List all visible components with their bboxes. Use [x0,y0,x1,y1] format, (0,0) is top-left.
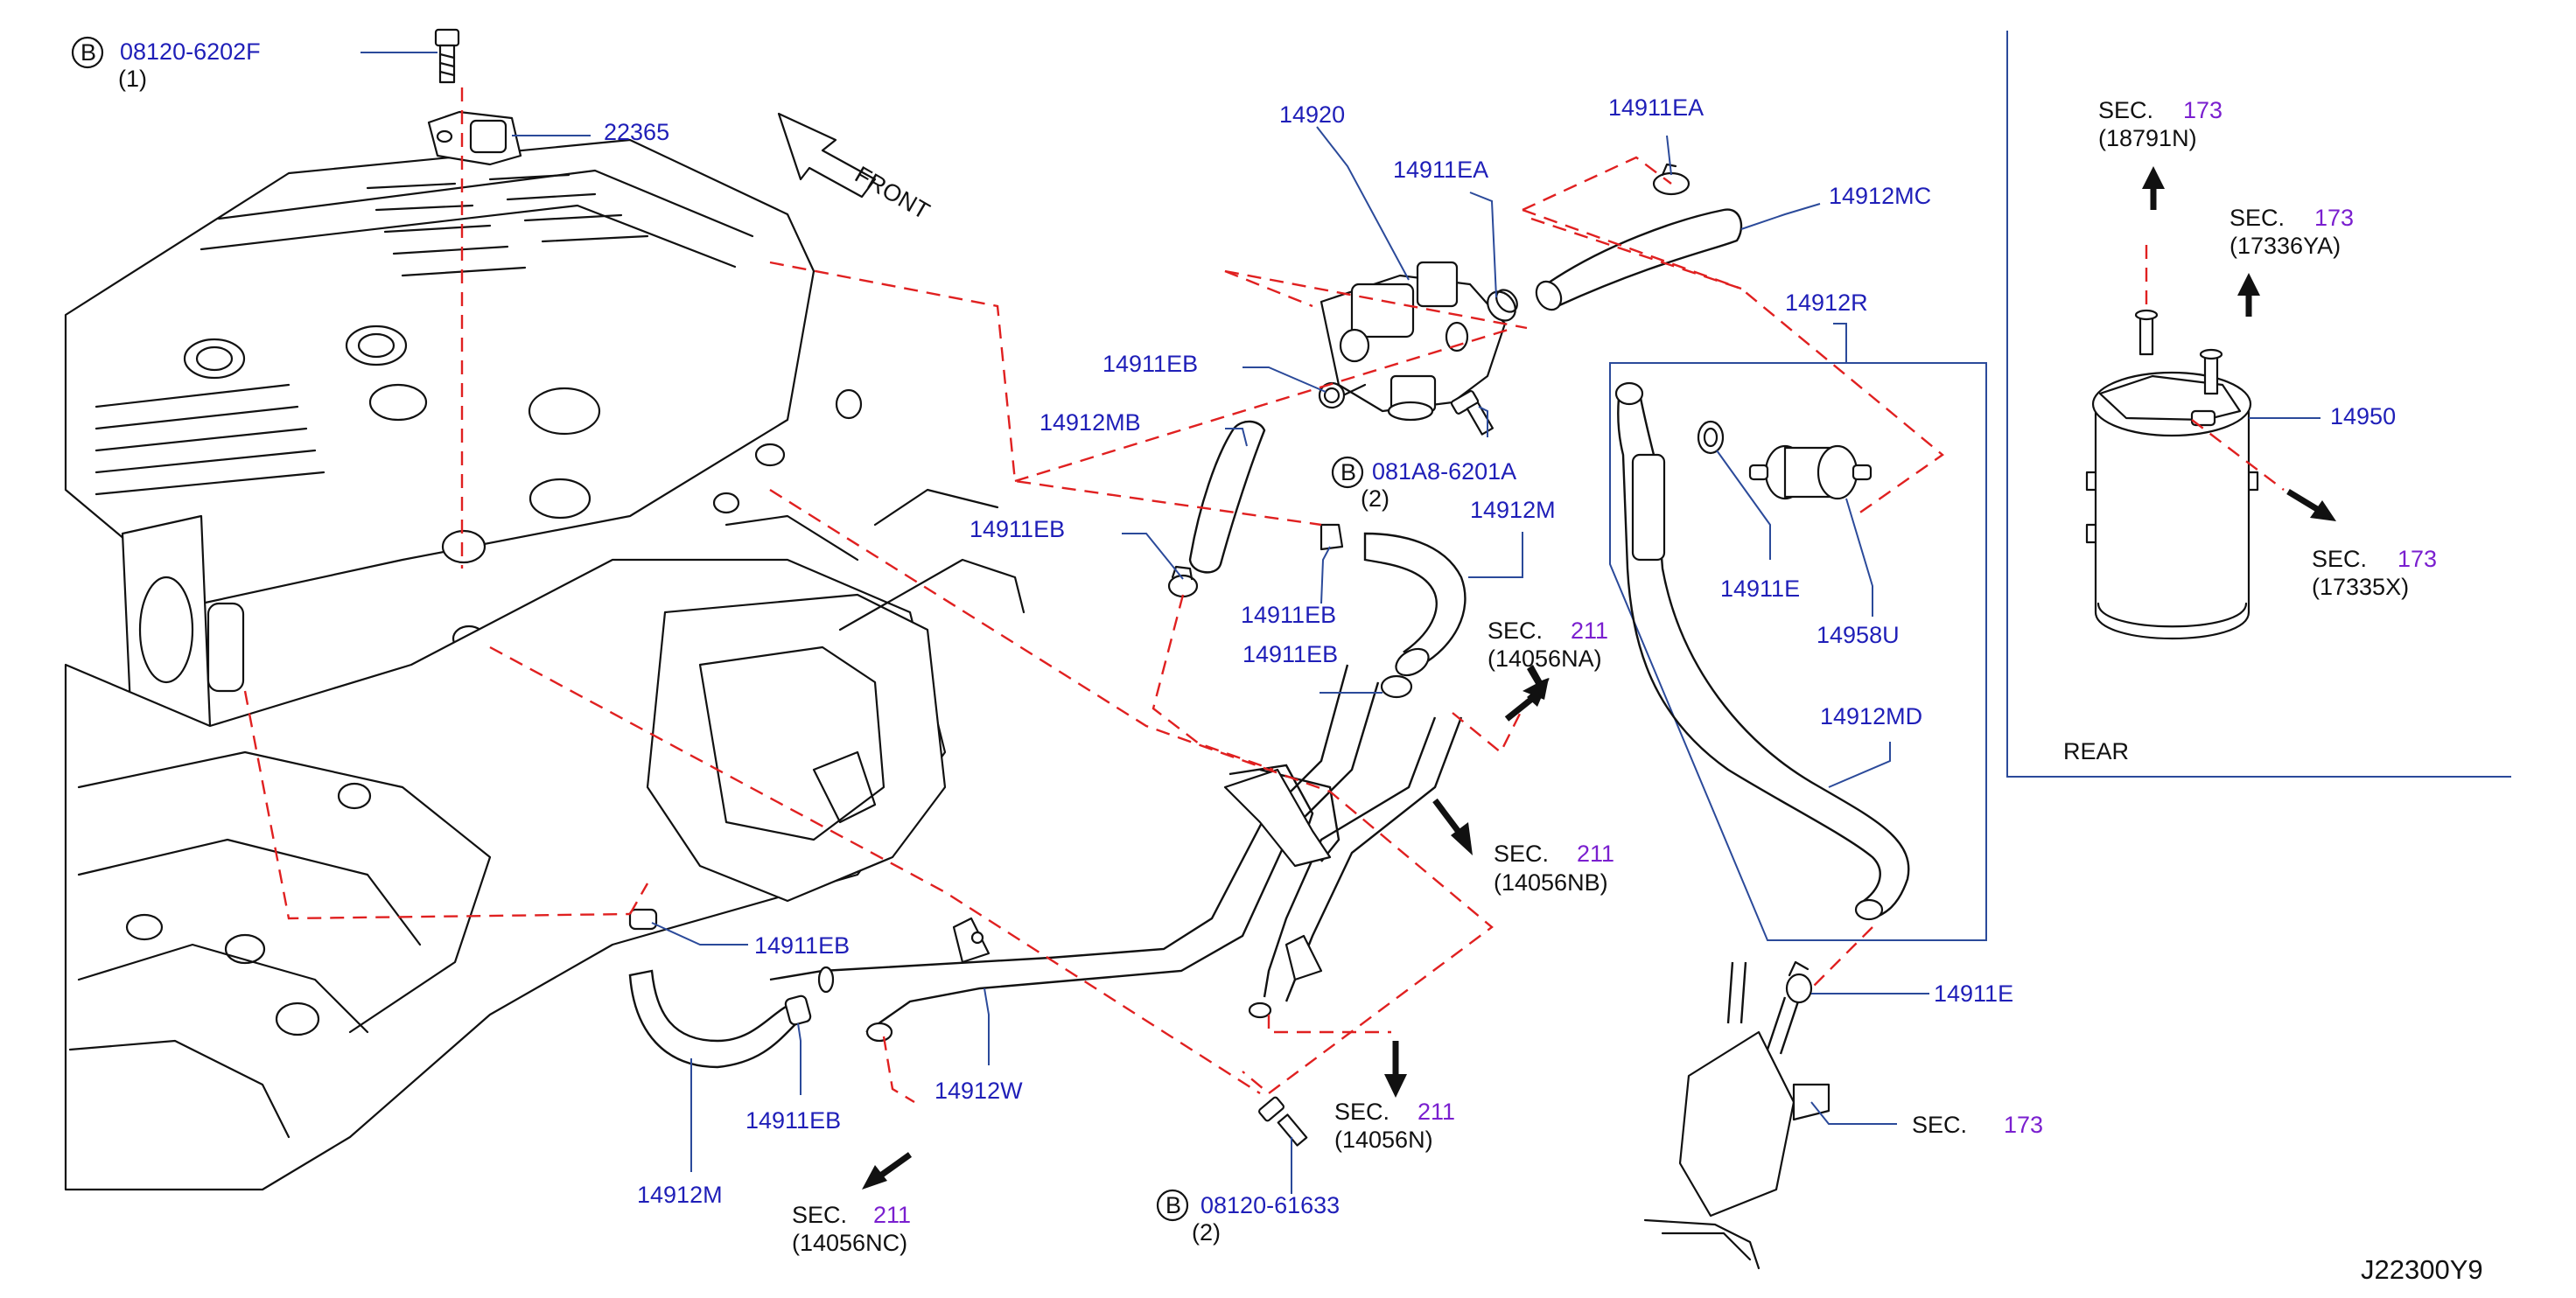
label-22365: 22365 [604,119,669,145]
hose-14912MC [1538,208,1743,308]
label-08120-61633: 08120-61633 [1200,1192,1340,1218]
bolt-08120-61633 [1258,1096,1308,1147]
bolt-marker-2: B [1331,456,1364,489]
label-14911EB-a: 14911EB [1102,351,1198,377]
clamp-14911EB-f [784,994,812,1026]
label-14911EB-c: 14911EB [1242,641,1338,667]
svg-text:(14056NC): (14056NC) [792,1230,907,1256]
label-08120-6202F-qty: (1) [118,66,147,92]
label-14911EA-a: 14911EA [1608,94,1704,121]
section-arrows [862,166,2336,1190]
svg-text:211: 211 [1418,1099,1455,1125]
svg-text:(17336YA): (17336YA) [2230,233,2341,259]
svg-text:211: 211 [1577,841,1614,867]
sec-ref-173-18791N: SEC. 173 (18791N) [2098,97,2222,151]
label-14911EB-f: 14911EB [746,1107,841,1134]
label-14912M-b: 14912M [637,1182,723,1208]
label-14911E-a: 14911E [1720,576,1800,602]
svg-text:SEC.: SEC. [1912,1112,1967,1138]
svg-text:(14056NB): (14056NB) [1494,869,1608,896]
svg-text:173: 173 [2398,546,2437,572]
label-14911EB-d: 14911EB [970,516,1065,542]
svg-text:SEC.: SEC. [1488,618,1543,644]
svg-text:173: 173 [2314,205,2354,231]
hose-14912M-b [628,969,798,1069]
sec-ref-211-14056N: SEC. 211 (14056N) [1334,1099,1455,1153]
clamp-14911EB-e [628,908,658,931]
sec-ref-173-lower: SEC. 173 [1912,1112,2043,1138]
clamp-14911EA-a [1487,289,1518,322]
sec-ref-173-17336YA: SEC. 173 (17336YA) [2230,205,2354,259]
svg-text:SEC.: SEC. [1494,841,1549,867]
label-14958U: 14958U [1816,622,1900,648]
svg-text:211: 211 [873,1202,911,1228]
hose-14912MB [1188,420,1266,574]
svg-text:211: 211 [1571,618,1608,644]
sec-ref-211-14056NC: SEC. 211 (14056NC) [792,1202,911,1256]
solenoid-valve-14920 [1320,261,1507,422]
canister-14950 [2085,309,2259,640]
diagram-id: J22300Y9 [2361,1254,2483,1285]
svg-text:SEC.: SEC. [2098,97,2153,123]
bolt-08120-6202F [434,28,460,84]
rear-view-box [2006,31,2511,778]
svg-text:SEC.: SEC. [2230,205,2285,231]
svg-text:(14056N): (14056N) [1334,1127,1433,1153]
label-14912MB: 14912MB [1040,409,1141,436]
label-14950: 14950 [2330,403,2396,429]
label-14912W: 14912W [934,1078,1023,1104]
label-14912M-a: 14912M [1470,497,1556,523]
sec-ref-173-17335X: SEC. 173 (17335X) [2312,546,2437,600]
hose-14912M-a [1363,532,1466,666]
label-14912MC: 14912MC [1829,183,1931,209]
svg-text:SEC.: SEC. [1334,1099,1390,1125]
svg-text:173: 173 [2004,1112,2043,1138]
bolt-marker-3: B [1156,1189,1189,1222]
front-direction-arrow: FRONT [777,112,934,225]
label-081A8-6201A: 081A8-6201A [1372,458,1516,485]
svg-text:(17335X): (17335X) [2312,574,2409,600]
clamp-14911EB-c [1380,674,1413,699]
svg-text:SEC.: SEC. [2312,546,2367,572]
label-08120-61633-qty: (2) [1192,1219,1221,1246]
rear-label: REAR [2063,738,2129,764]
label-14911EB-b: 14911EB [1241,602,1336,628]
sec-ref-211-14056NB: SEC. 211 (14056NB) [1494,841,1614,896]
label-14912R: 14912R [1785,290,1868,316]
clamp-14911EB-d [1167,565,1199,598]
label-081A8-6201A-qty: (2) [1361,485,1390,512]
svg-text:SEC.: SEC. [792,1202,847,1228]
clamp-14911EB-b [1320,523,1344,551]
svg-text:B: B [80,39,96,66]
vapor-pipe-bracket [1643,960,1830,1270]
sec-ref-211-14056NA: SEC. 211 (14056NA) [1488,618,1608,672]
label-14911EB-e: 14911EB [754,932,850,959]
svg-text:(18791N): (18791N) [2098,125,2197,151]
svg-text:B: B [1166,1192,1181,1218]
svg-text:173: 173 [2183,97,2222,123]
label-08120-6202F: 08120-6202F [120,38,261,65]
engine-illustration [64,138,1026,1191]
sensor-22365 [427,110,522,166]
label-14912MD: 14912MD [1820,703,1922,729]
svg-text:(14056NA): (14056NA) [1488,646,1602,672]
label-14920: 14920 [1279,101,1345,128]
leader-lines [360,52,2320,1194]
svg-text:B: B [1340,459,1356,485]
connection-dashed-lines [243,87,2285,1104]
label-14911E-b: 14911E [1934,980,2013,1007]
detail-box-14912R [1609,323,1987,941]
label-14911EA-b: 14911EA [1393,157,1488,183]
bolt-marker-1: B [71,36,104,69]
